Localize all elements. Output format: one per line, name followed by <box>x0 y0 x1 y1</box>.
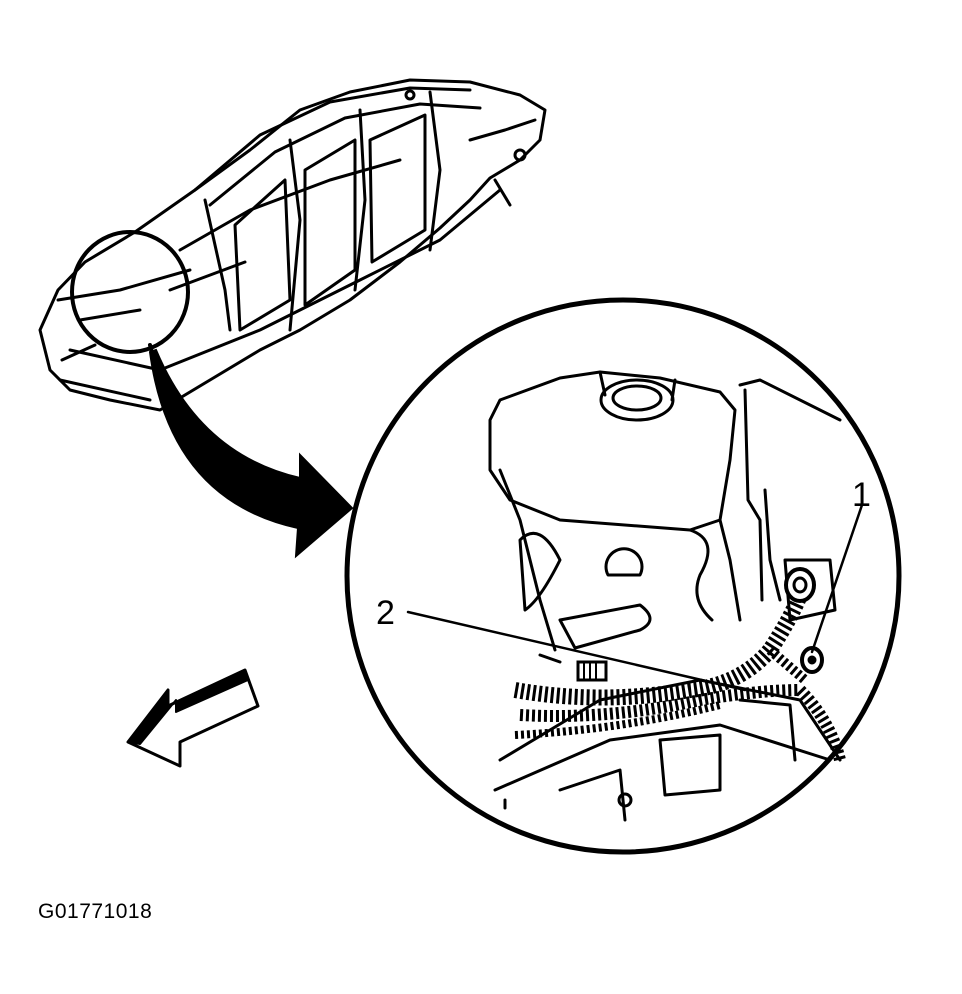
figure-id: G01771018 <box>38 900 153 923</box>
forward-direction-arrow-icon <box>126 668 260 768</box>
callout-1-label: 1 <box>852 476 871 514</box>
callout-2-label: 2 <box>376 594 395 632</box>
wiring-harness-icon <box>513 567 846 762</box>
callout-2-leader <box>406 610 747 692</box>
curved-pointer-arrow-icon <box>148 343 354 559</box>
callout-1-leader <box>810 503 864 654</box>
magnified-detail-view <box>344 297 902 855</box>
vehicle-body-frame-icon <box>38 78 547 412</box>
zoom-source-circle <box>70 230 190 354</box>
